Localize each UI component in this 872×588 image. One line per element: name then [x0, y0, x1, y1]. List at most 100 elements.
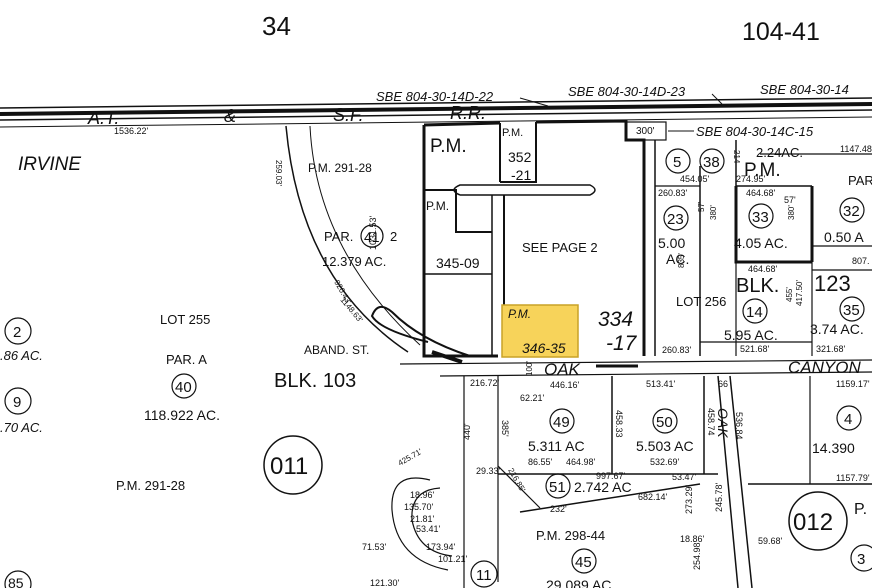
parcel-number-11: 11 — [476, 567, 492, 584]
parcel-33-area: 4.05 AC. — [734, 235, 788, 251]
parcel-number-circle — [360, 224, 384, 248]
dim-259: 259.03' — [274, 160, 283, 186]
parcel-number-circle — [665, 148, 691, 174]
sbe-label-14c: SBE 804-30-14C-15 — [696, 124, 814, 139]
book-number-011: 011 — [270, 453, 308, 480]
label-par-a: PAR. A — [166, 352, 207, 367]
parcel-number-14: 14 — [746, 304, 763, 321]
parcel-45-area: 29.089 AC. — [546, 577, 615, 588]
parcel-2-area: .86 AC. — [0, 348, 43, 363]
parcel-number-circle — [699, 148, 725, 174]
dim-300: 300' — [636, 126, 655, 137]
label-par-cut: PAR — [848, 173, 872, 188]
dim-101: 101.21' — [438, 554, 468, 564]
label-pm-345-num: 345-09 — [436, 255, 480, 271]
label-see-page: SEE PAGE 2 — [522, 240, 598, 255]
dim-232: 232' — [550, 504, 567, 514]
dim-273: 273.29' — [684, 484, 694, 514]
dim-464: 464.98' — [566, 457, 596, 467]
dim-86: 86.55' — [528, 457, 553, 467]
parcel-a-area: 118.922 AC. — [144, 407, 220, 423]
parcel-number-circle — [571, 548, 597, 574]
parcel-number-circle — [663, 205, 689, 231]
dim-53b: 53.41' — [416, 524, 441, 534]
dim-417: 417.50' — [795, 280, 804, 306]
dim-464a: 464.68' — [746, 188, 776, 198]
railroad-length: 1536.22' — [114, 126, 149, 136]
parcel-9-area: .70 AC. — [0, 420, 43, 435]
parcel-number-circle — [4, 317, 32, 345]
parcel-32-area: 0.50 A — [824, 229, 864, 245]
dim-274: 274.95' — [736, 174, 766, 184]
dim-682: 682.14' — [638, 492, 668, 502]
dim-385: 385' — [500, 420, 510, 437]
label-lot-255: LOT 255 — [160, 312, 210, 327]
parcel-number-circle — [470, 560, 498, 588]
dim-380b: 380' — [787, 205, 796, 220]
parcel-35-area: 3.74 AC. — [810, 321, 864, 337]
parcel-number-4: 4 — [844, 411, 852, 428]
dim-380a: 380' — [709, 205, 718, 220]
parcel-number-circle — [549, 408, 575, 434]
parcel-number-50: 50 — [656, 414, 673, 431]
dim-18: 18.96' — [410, 490, 435, 500]
dim-57a: 57' — [697, 201, 706, 212]
dim-464b: 464.68' — [748, 264, 778, 274]
parcel-number-5: 5 — [673, 154, 681, 171]
railroad-right-of-way — [0, 97, 872, 128]
dim-1031: 1031.53' — [368, 215, 378, 250]
parcel-number-circle — [171, 373, 197, 399]
road-label-oak: OAK — [544, 360, 581, 379]
parcel-number-circle — [742, 298, 768, 324]
dim-57b: 57' — [784, 195, 796, 205]
dim-53: 53.47' — [672, 472, 697, 482]
parcel-41-area: 12.379 AC. — [322, 254, 386, 269]
sbe-label-23: SBE 804-30-14D-23 — [568, 84, 686, 99]
label-334: 334 — [598, 308, 633, 331]
dim-71: 71.53' — [362, 542, 387, 552]
dim-216: 216.72' — [470, 378, 500, 388]
label-blk-123: 123 — [814, 271, 851, 296]
label-aband-st: ABAND. ST. — [304, 343, 369, 357]
dim-100: 100' — [525, 361, 534, 376]
parcel-number-49: 49 — [553, 414, 570, 431]
parcel-23-area: 5.00 — [658, 235, 685, 251]
dim-18b: 18.86' — [680, 534, 705, 544]
dim-446: 446.16' — [550, 380, 580, 390]
parcel-50-area: 5.503 AC — [636, 438, 694, 454]
parcel-number-40: 40 — [175, 379, 192, 396]
highlighted-parcel[interactable] — [501, 304, 579, 358]
label-pm-298-44: P.M. 298-44 — [536, 528, 605, 543]
parcel-number-circle — [4, 570, 32, 588]
area-224: 2.24AC. — [756, 145, 803, 160]
label-pm-345: P.M. — [426, 199, 449, 213]
parcel-number-2: 2 — [13, 324, 21, 341]
dim-260b: 260.83' — [662, 345, 692, 355]
label-irvine: IRVINE — [18, 154, 81, 175]
sbe-leader-arrows — [519, 93, 723, 141]
parcel-number-35: 35 — [843, 302, 860, 319]
label-pm-352-num: 352 — [508, 149, 532, 165]
label-pm-right: P.M. — [744, 160, 781, 181]
parcel-number-38: 38 — [703, 154, 720, 171]
parcel-number-circle — [652, 408, 678, 434]
label-lot-256: LOT 256 — [676, 294, 726, 309]
dim-458b: 458.74 — [706, 408, 716, 436]
dim-513: 513.41' — [646, 379, 676, 389]
label-pm-291-28-b: P.M. 291-28 — [116, 478, 185, 493]
label-pm-346: P.M. — [508, 307, 531, 321]
label-pm-352-suffix: -21 — [511, 167, 531, 183]
parcel-number-circle — [748, 203, 774, 229]
parcel-boundaries — [285, 119, 872, 588]
parcel-number-circle — [839, 197, 865, 223]
dim-532: 532.69' — [650, 457, 680, 467]
parcel-number-circle — [850, 544, 872, 572]
dim-521: 521.68' — [740, 344, 770, 354]
parcel-number-9: 9 — [13, 394, 21, 411]
parcel-number-circle — [545, 473, 571, 499]
label-par-41: PAR. — [324, 229, 353, 244]
dim-62: 62.21' — [520, 393, 545, 403]
dim-997: 997.67' — [596, 471, 626, 481]
dim-59: 59.68' — [758, 536, 783, 546]
